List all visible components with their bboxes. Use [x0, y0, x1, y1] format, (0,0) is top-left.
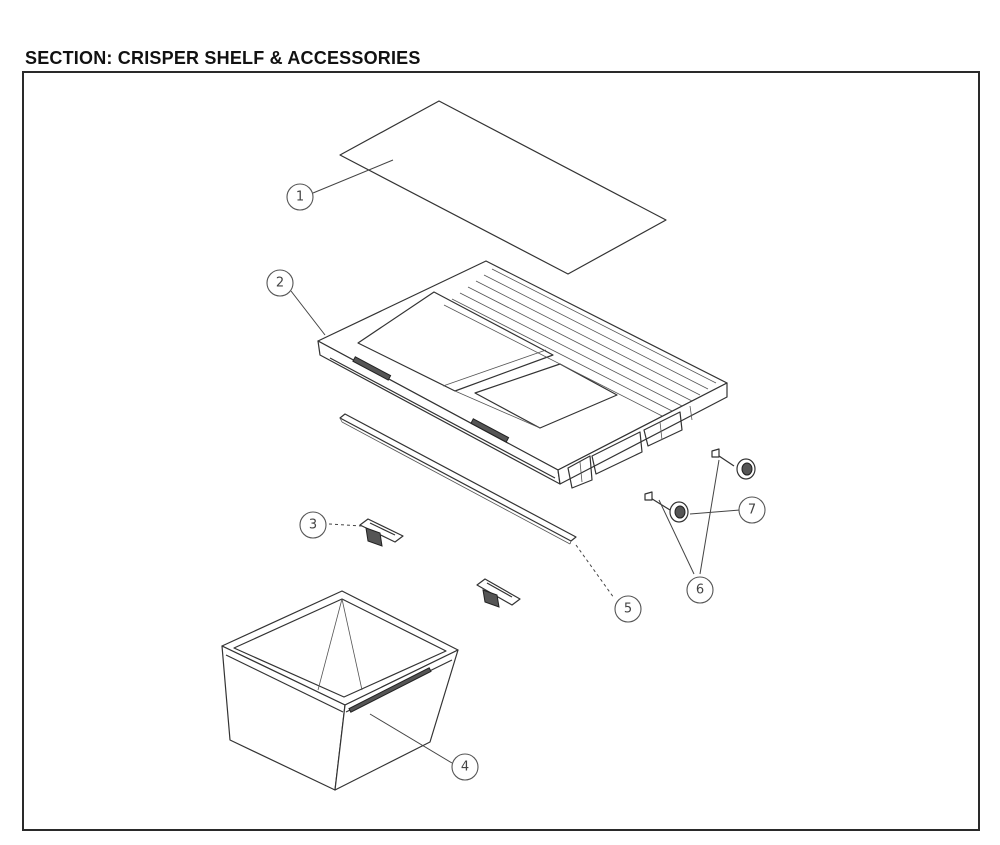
- callout-1-label: 1: [296, 190, 304, 205]
- part-rollers: [669, 458, 756, 523]
- callout-7: 7: [738, 496, 766, 524]
- callout-2-label: 2: [276, 276, 284, 291]
- callout-5-label: 5: [624, 602, 632, 617]
- callout-3: 3: [299, 511, 327, 539]
- callout-7-label: 7: [748, 503, 756, 518]
- part-shelf-frame: [317, 260, 728, 489]
- callout-6-label: 6: [696, 583, 704, 598]
- part-glass-shelf: [339, 100, 667, 275]
- callout-5: 5: [614, 595, 642, 623]
- diagram-frame: [22, 71, 980, 831]
- part-crisper-drawer: [221, 590, 459, 791]
- part-screws: [644, 448, 735, 511]
- callout-1: 1: [286, 183, 314, 211]
- callout-2: 2: [266, 269, 294, 297]
- part-front-trim: [339, 413, 577, 545]
- callout-4-label: 4: [461, 760, 469, 775]
- callout-3-label: 3: [309, 518, 317, 533]
- section-title: SECTION: CRISPER SHELF & ACCESSORIES: [25, 48, 421, 68]
- callout-4: 4: [451, 753, 479, 781]
- leader-lines: [290, 159, 741, 764]
- callout-6: 6: [686, 576, 714, 604]
- part-clip-left: [359, 518, 404, 547]
- part-clip-right: [476, 578, 521, 608]
